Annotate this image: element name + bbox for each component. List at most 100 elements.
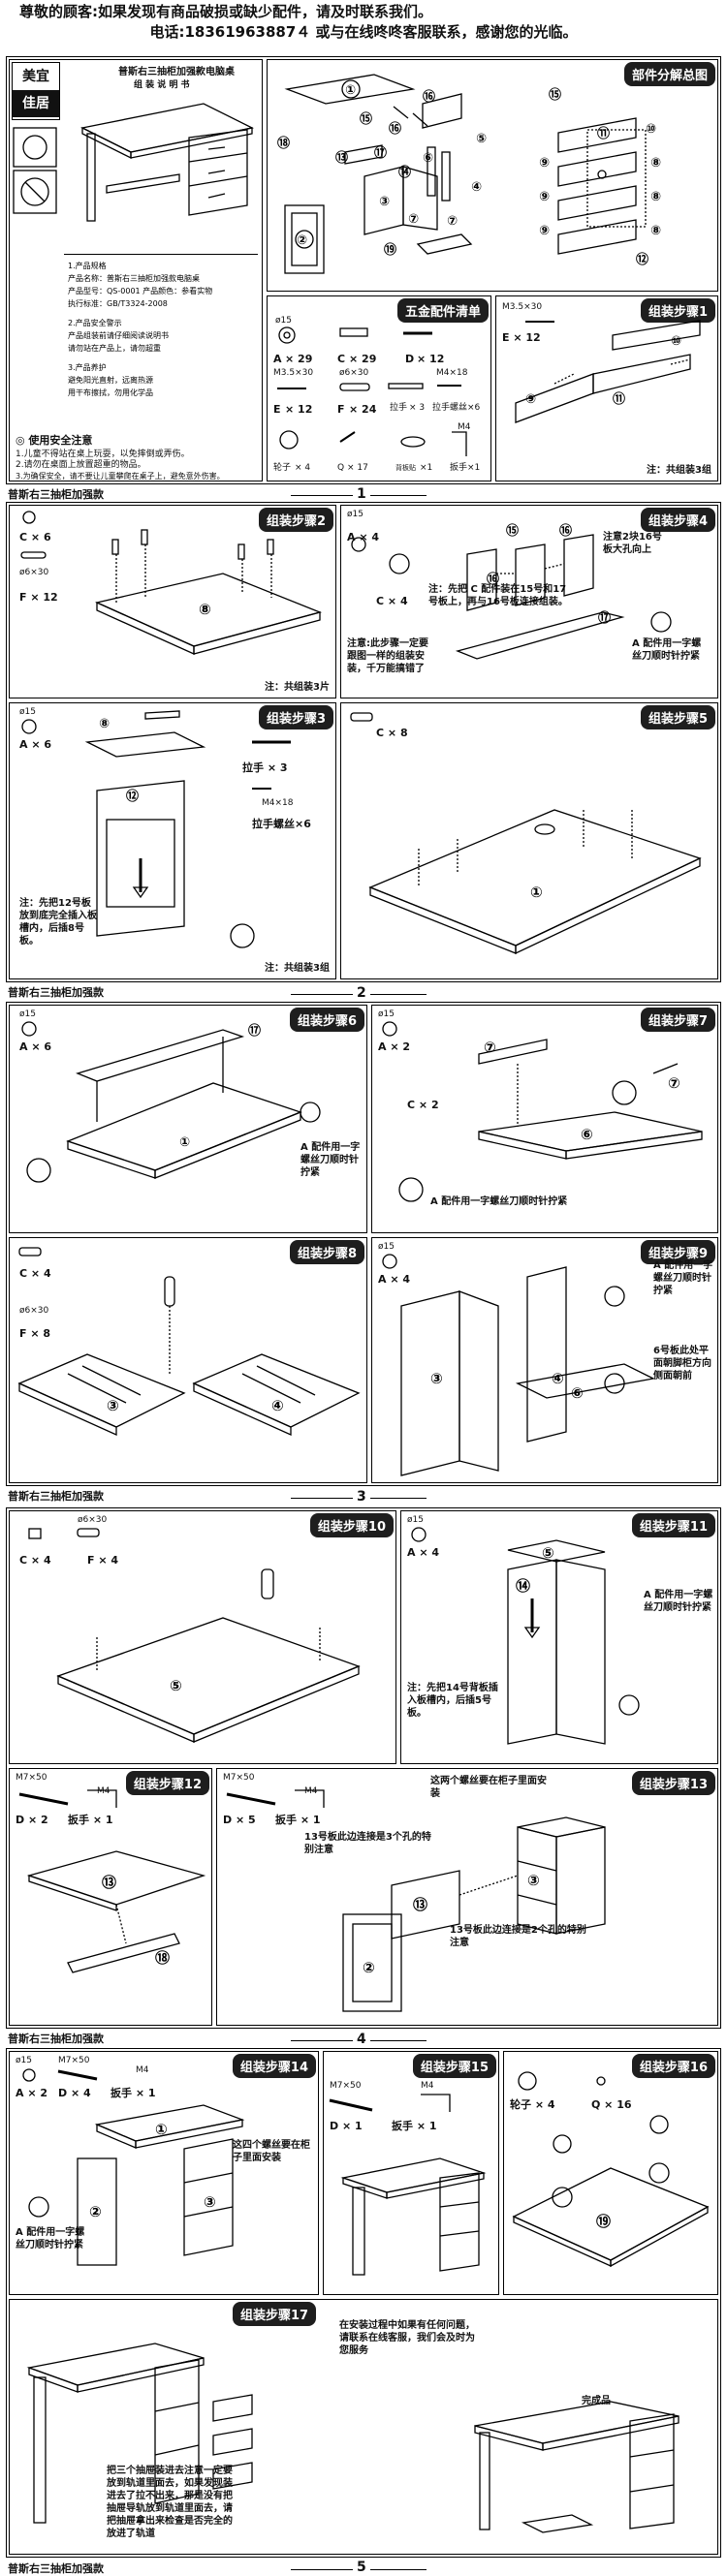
hardware-title: 五金配件清单: [396, 298, 489, 323]
svg-text:2.产品安全警示: 2.产品安全警示: [68, 318, 122, 327]
step-7-line-2: A × 2: [378, 1040, 411, 1053]
step-2-line-3: F × 12: [19, 591, 58, 604]
hw-a-spec: ø15: [275, 316, 292, 326]
step-15-panel: 组装步骤15 M7×50 M4 D × 1 扳手 × 1: [323, 2051, 499, 2295]
step-2-panel: 组装步骤2 C × 6 ø6×30 F × 12 ⑧ 注：共组装3片: [9, 505, 336, 698]
svg-text:②: ②: [297, 233, 307, 248]
hw-d-qty: × 12: [417, 353, 445, 365]
hardware-list-panel: 五金配件清单 ø15 A × 29 C × 29 D × 12 M3.5×30 …: [267, 295, 491, 481]
step-6-drawing: ①⑰: [21, 1021, 321, 1183]
step-10-line-2: C × 4: [19, 1554, 51, 1567]
step-4-line-1: ø15: [347, 510, 364, 519]
step-9-note-2: 6号板此处平面朝脚柜方向侧面朝前: [653, 1346, 711, 1381]
step-16-line-1: 轮子 × 4: [510, 2098, 555, 2111]
step-10-line-3: F × 4: [87, 1554, 119, 1567]
footer-5: 普斯右三抽柜加强款: [8, 2562, 104, 2575]
svg-text:⑦: ⑦: [447, 214, 458, 229]
step-1-line-1: M3.5×30: [502, 302, 543, 312]
step-1-note: 注：共组装3组: [647, 465, 711, 476]
hw-screw-qty: 拉手螺丝×6: [432, 403, 481, 413]
hw-wrench-qty: 扳手×1: [450, 463, 481, 473]
step-13-note-3: 13号板此边连接是2个孔的特别注意: [450, 1925, 586, 1948]
hw-a-qty: × 29: [285, 353, 313, 365]
step-15-line-4: 扳手 × 1: [392, 2120, 437, 2132]
step-4-title: 组装步骤4: [640, 508, 715, 532]
hw-e-code: E: [273, 403, 281, 416]
step-7-note: A 配件用一字螺丝刀顺时针拧紧: [430, 1196, 568, 1207]
hw-c-qty: × 29: [349, 353, 377, 365]
svg-text:执行标准：GB/T3324-2008: 执行标准：GB/T3324-2008: [68, 298, 168, 308]
footer-2: 普斯右三抽柜加强款: [8, 986, 104, 999]
brand-logo: 美宜 佳居: [12, 62, 60, 120]
step-15-line-2: M4: [421, 2081, 434, 2091]
svg-text:⑪: ⑪: [597, 126, 610, 141]
step-14-line-5: D × 4: [58, 2087, 91, 2099]
step-4-panel: 组装步骤4 ø15 A × 4 C × 4 注：先把 C 配件装在15号和17号…: [340, 505, 718, 698]
svg-text:⑯: ⑯: [423, 89, 435, 105]
step-14-line-6: 扳手 × 1: [111, 2087, 156, 2099]
svg-text:⑮: ⑮: [360, 111, 372, 127]
manual-page-1: 美宜 佳居 普斯右三抽柜加强款电脑桌 组 装 说 明 书: [6, 56, 721, 484]
step-16-drawing: ⑲: [512, 2071, 710, 2268]
step-14-line-2: M7×50: [58, 2056, 90, 2065]
step-12-line-4: 扳手 × 1: [68, 1814, 113, 1826]
step-12-line-2: M4: [97, 1786, 111, 1796]
step-12-title: 组装步骤12: [125, 1771, 209, 1795]
step-16-title: 组装步骤16: [631, 2054, 715, 2078]
step-5-panel: 组装步骤5 C × 8 ①: [340, 702, 718, 979]
svg-text:请勿站在产品上，请勿超重: 请勿站在产品上，请勿超重: [68, 343, 161, 353]
step-15-title: 组装步骤15: [412, 2054, 496, 2078]
step-12-line-1: M7×50: [16, 1773, 47, 1783]
step-2-line-2: ø6×30: [19, 568, 49, 577]
step-11-line-2: A × 4: [407, 1546, 440, 1559]
svg-text:③: ③: [379, 195, 390, 209]
step-3-title: 组装步骤3: [258, 705, 333, 729]
svg-text:⑬: ⑬: [335, 150, 348, 166]
step-13-panel: 组装步骤13 M7×50 M4 D × 5 扳手 × 1 13号板此边连接是3个…: [216, 1768, 718, 2026]
step-16-panel: 组装步骤16 轮子 × 4 Q × 16 ⑲: [503, 2051, 718, 2295]
footer-3: 普斯右三抽柜加强款: [8, 1490, 104, 1503]
step-7-title: 组装步骤7: [640, 1008, 715, 1032]
svg-text:②: ②: [89, 2203, 102, 2220]
step-4-note: 注：先把 C 配件装在15号和17号板上，再与16号板连接组装。: [428, 584, 568, 607]
svg-text:⑥: ⑥: [571, 1384, 584, 1402]
step-15-line-1: M7×50: [330, 2081, 362, 2091]
hw-sticker-label: 背板贴: [395, 464, 416, 472]
svg-text:⑧: ⑧: [650, 156, 661, 171]
step-2-note: 注：共组装3片: [265, 682, 330, 693]
svg-text:⑫: ⑫: [126, 789, 139, 804]
svg-text:⑧: ⑧: [199, 601, 211, 618]
step-9-line-1: ø15: [378, 1242, 395, 1252]
step-11-title: 组装步骤11: [631, 1513, 715, 1537]
step-17-note-2: 在安装过程中如果有任何问题，请联系在线客服，我们会及时为您服务: [339, 2320, 475, 2356]
step-15-drawing: [329, 2094, 487, 2276]
step-15-line-3: D × 1: [330, 2120, 363, 2132]
page-number-4: 4: [353, 2032, 370, 2047]
hw-screw-spec: M4×18: [436, 368, 468, 378]
step-14-drawing: ①②③: [22, 2068, 245, 2266]
parts-title: 部件分解总图: [623, 62, 715, 86]
svg-text:⑲: ⑲: [384, 242, 396, 258]
svg-text:⑰: ⑰: [248, 1023, 261, 1039]
page-number-5: 5: [353, 2560, 370, 2575]
footer-1: 普斯右三抽柜加强款: [8, 488, 104, 501]
svg-text:⑬: ⑬: [102, 1874, 116, 1891]
step-16-line-2: Q × 16: [591, 2098, 632, 2111]
svg-text:⑨: ⑨: [539, 156, 550, 171]
step-17-drawing: [26, 2343, 680, 2533]
svg-text:避免阳光直射，远离热源: 避免阳光直射，远离热源: [68, 375, 153, 385]
svg-text:⑥: ⑥: [581, 1126, 593, 1143]
svg-text:①: ①: [530, 884, 543, 901]
svg-text:⑧: ⑧: [650, 190, 661, 204]
step-11-panel: 组装步骤11 ø15 A × 4 注：先把14号背板插入板槽内，后插5号板。 A…: [400, 1510, 718, 1764]
step-7-drawing: ⑦⑥⑦: [382, 1021, 703, 1202]
step-3-drawing: ⑧⑫: [21, 710, 291, 948]
page-number-2: 2: [353, 985, 370, 1001]
svg-text:④: ④: [271, 1397, 284, 1414]
